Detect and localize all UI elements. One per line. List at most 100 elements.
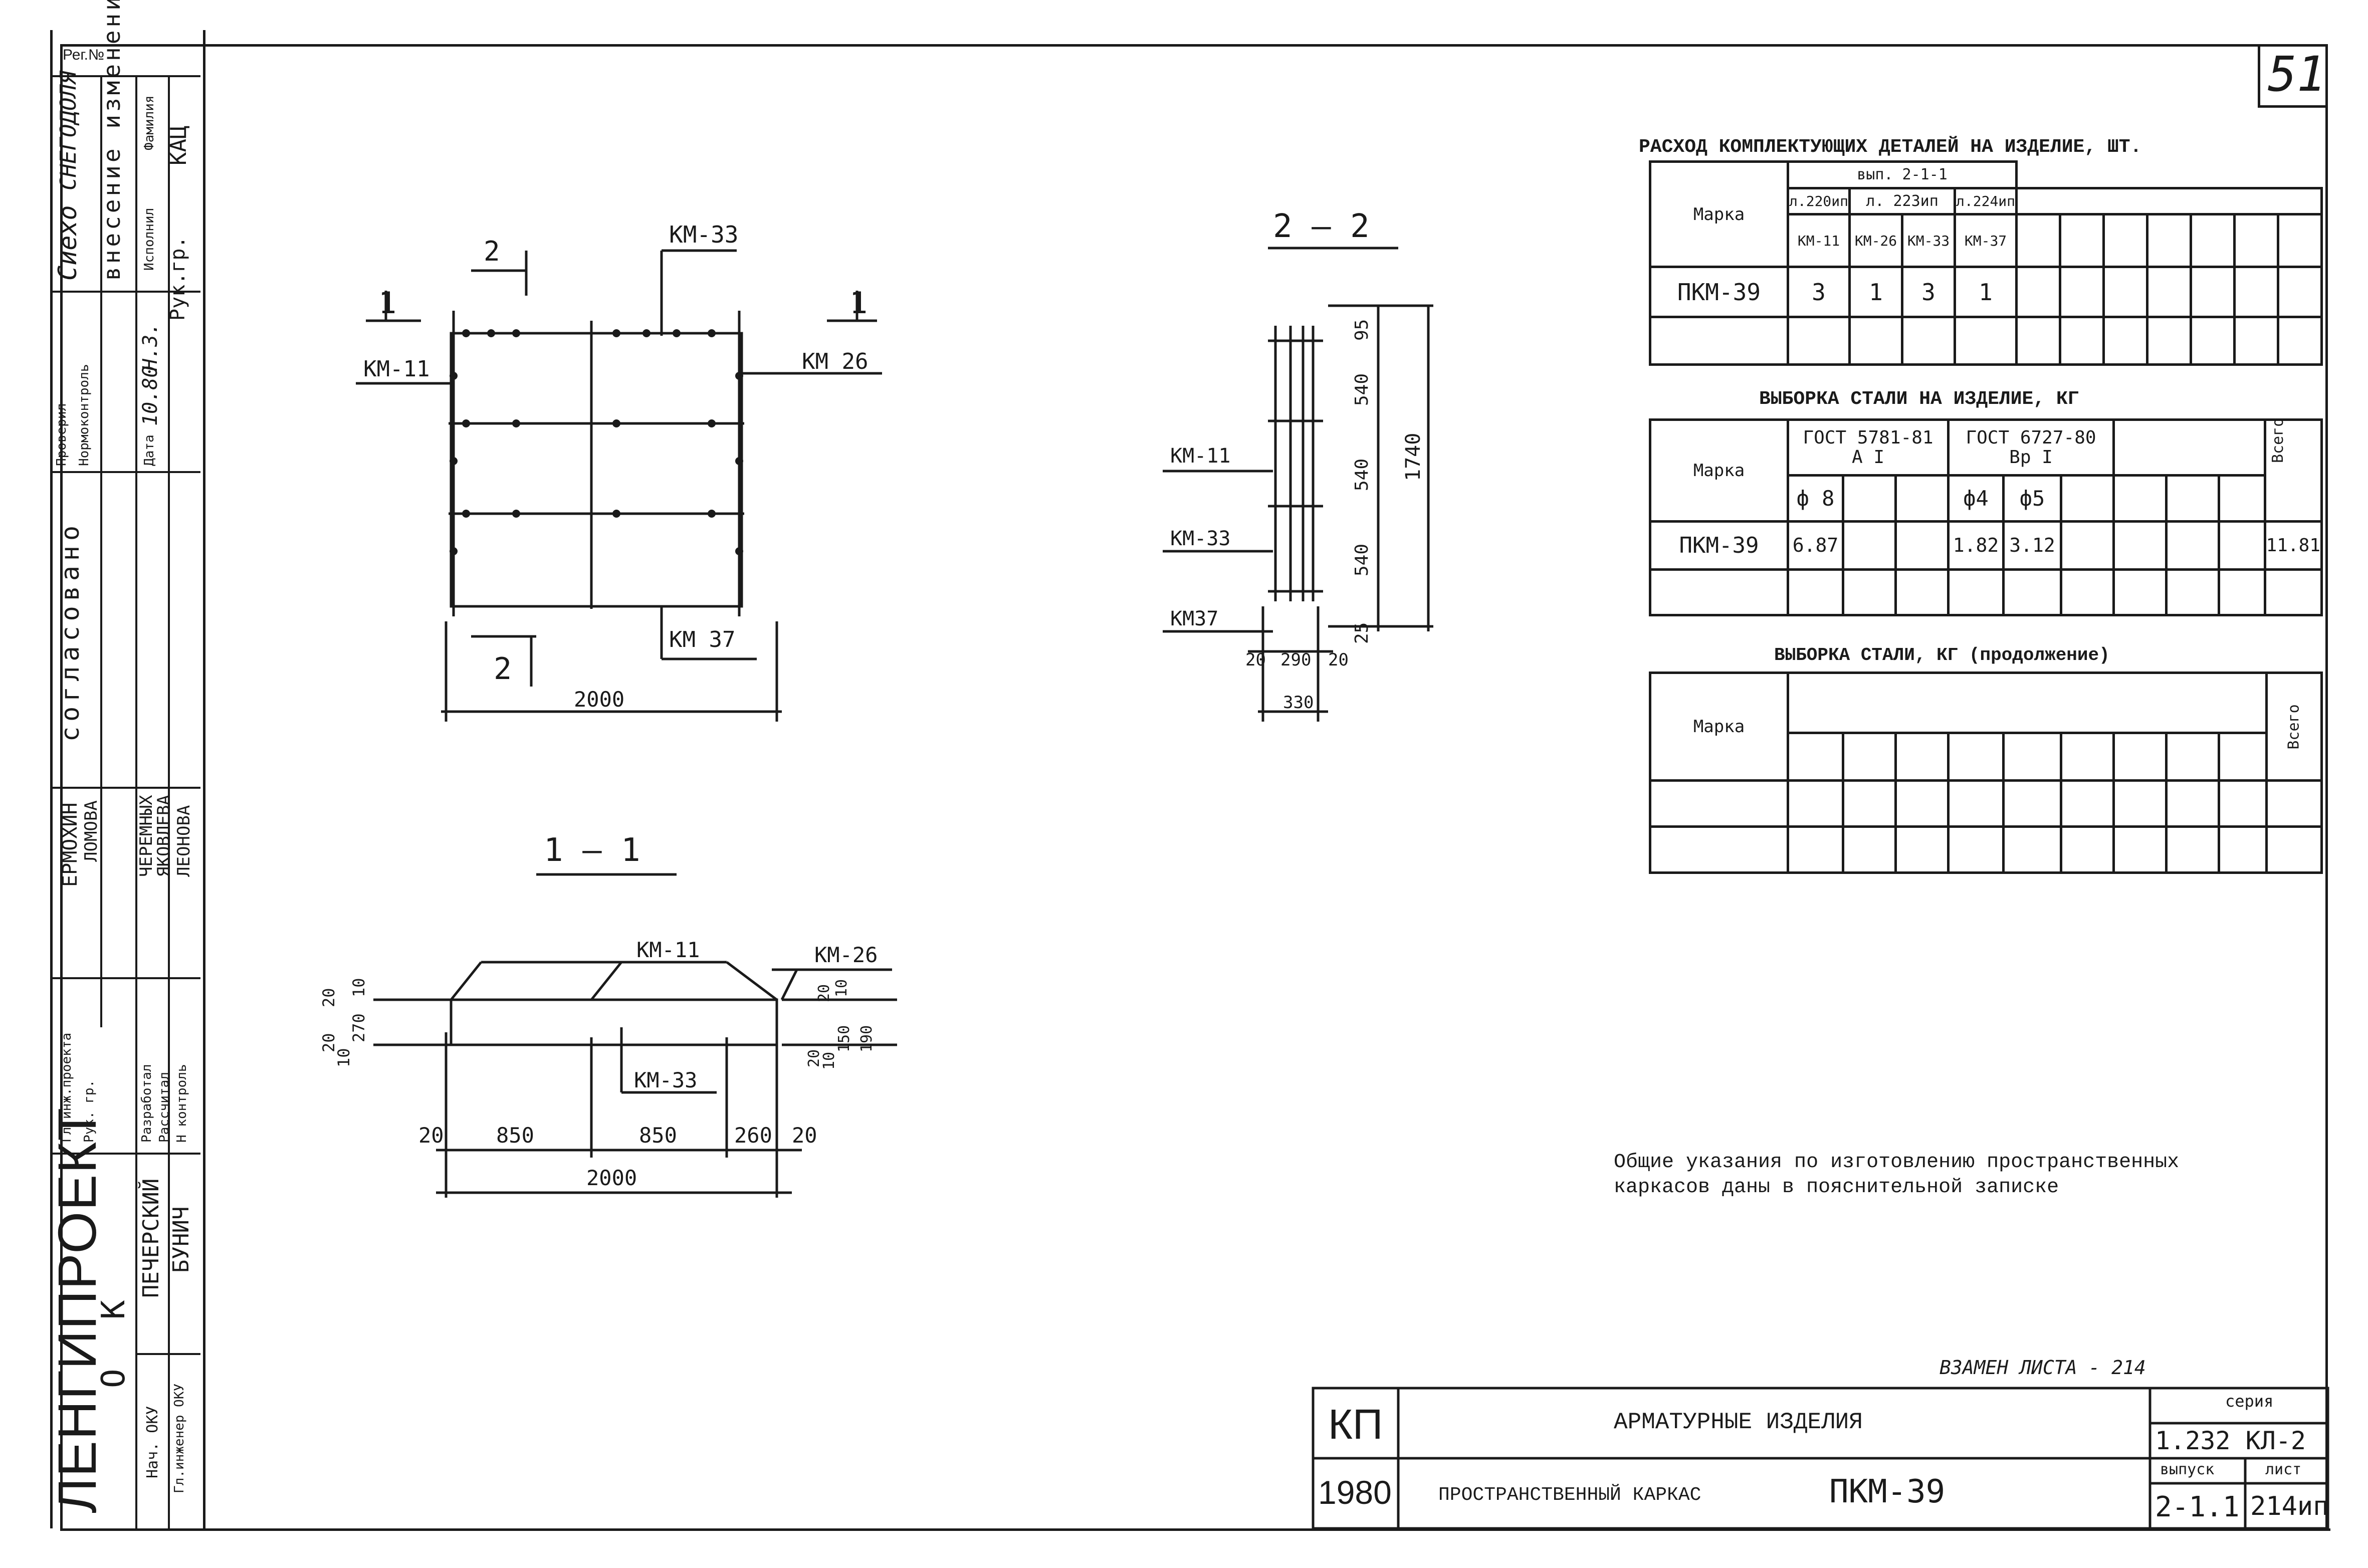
stamp-col-line xyxy=(135,75,137,1528)
reg-no-label: Рег.№ xyxy=(63,47,105,63)
steel-cont-total-cell: Всего xyxy=(2265,671,2323,782)
steel-empty-cell xyxy=(1894,520,1950,571)
stamp-row-line xyxy=(135,1353,200,1355)
front-section-1-right: 1 xyxy=(849,286,868,321)
stamp-row-line xyxy=(50,471,200,473)
steel-empty-cell xyxy=(2165,520,2220,571)
steel-cont-empty-cell xyxy=(2112,732,2168,782)
replaces-note: ВЗАМЕН ЛИСТА - 214 xyxy=(1940,1357,2146,1379)
view22-dim-290: 290 xyxy=(1280,650,1312,670)
parts-empty-cell xyxy=(2276,213,2323,269)
view11-dim-right-150: 150 xyxy=(835,1025,853,1052)
parts-table: Марка вып. 2-1-1 л.220ип л. 223ип л.224и… xyxy=(1649,160,2323,366)
frame-right-line xyxy=(2325,44,2328,1530)
view22-label-km37: КМ37 xyxy=(1170,607,1219,630)
view11-label-km26: КМ-26 xyxy=(814,943,878,967)
steel-empty-cell xyxy=(1842,474,1897,523)
view22-dim-330: 330 xyxy=(1283,693,1314,713)
steel-empty-cell xyxy=(2263,568,2323,617)
view22-dim-540c: 540 xyxy=(1352,543,1372,576)
parts-empty-cell xyxy=(1649,316,1789,366)
parts-issue-header: вып. 2-1-1 xyxy=(1786,160,2018,189)
parts-sheet-ref: л.220ип xyxy=(1786,186,1851,216)
title-block-title1: АРМАТУРНЫЕ ИЗДЕЛИЯ xyxy=(1614,1409,1863,1435)
view11-label-km11: КМ-11 xyxy=(636,938,700,962)
title-block-sheet-label: лист xyxy=(2265,1461,2302,1478)
steel-cont-empty-cell xyxy=(1787,825,1844,874)
view22-label-km11: КМ-11 xyxy=(1170,444,1231,468)
view11-label-km33: КМ-33 xyxy=(634,1068,698,1092)
stamp-row-line xyxy=(50,787,200,789)
steel-cont-empty-cell xyxy=(2060,825,2115,874)
parts-empty-cell xyxy=(1786,316,1851,366)
front-section-2-bottom: 2 xyxy=(494,651,512,687)
steel-cont-empty-cell xyxy=(2060,732,2115,782)
sheet-number: 51 xyxy=(2268,46,2326,102)
steel-cont-empty-cell xyxy=(2265,779,2323,828)
steel-empty-cell xyxy=(1842,520,1897,571)
parts-empty-cell xyxy=(2189,213,2236,269)
parts-col-header: КМ-11 xyxy=(1786,213,1851,269)
parts-empty-cell xyxy=(2233,316,2279,366)
title-block-issue-label: выпуск xyxy=(2160,1461,2215,1478)
view11-dim-right-20b: 20 xyxy=(805,1049,823,1067)
view22-dim-25: 25 xyxy=(1352,622,1372,644)
parts-col-header: КМ-26 xyxy=(1848,213,1904,269)
view11-dim-right-10b: 10 xyxy=(820,1051,838,1070)
view11-title: 1 — 1 xyxy=(544,832,640,869)
view22-dim-20a: 20 xyxy=(1245,650,1266,670)
front-cage-outline xyxy=(450,332,743,608)
front-label-km26: КМ 26 xyxy=(802,349,869,374)
steel-mark-header: Марка xyxy=(1649,418,1789,523)
steel-cont-table: Марка Всего xyxy=(1649,671,2323,874)
steel-diameter: ф 8 xyxy=(1787,474,1844,523)
view22-dim-20b: 20 xyxy=(1328,650,1349,670)
steel-table-title: ВЫБОРКА СТАЛИ НА ИЗДЕЛИЕ, КГ xyxy=(1759,388,2079,410)
parts-empty-cell xyxy=(2059,316,2105,366)
steel-empty-cell xyxy=(2060,520,2115,571)
steel-gost1-name: ГОСТ 5781-81 xyxy=(1803,427,1933,448)
parts-value: 3 xyxy=(1901,266,1957,319)
steel-value-d4: 1.82 xyxy=(1947,520,2005,571)
title-block-code: КП xyxy=(1328,1401,1383,1448)
parts-empty-cell xyxy=(2102,316,2148,366)
parts-empty-cell xyxy=(2102,213,2148,269)
steel-cont-empty-cell xyxy=(2265,825,2323,874)
parts-empty-cell xyxy=(2145,316,2192,366)
title-block-series-value: 1.232 КЛ-2 xyxy=(2155,1426,2306,1455)
sheet-number-box xyxy=(2258,45,2328,108)
steel-cont-empty-cell xyxy=(1894,779,1950,828)
steel-cont-empty-cell xyxy=(2165,825,2220,874)
note-line-2: каркасов даны в пояснительной записке xyxy=(1614,1176,2059,1199)
parts-empty-cell xyxy=(2015,316,2062,366)
steel-cont-empty-cell xyxy=(2165,779,2220,828)
steel-cont-empty-cell xyxy=(1894,732,1950,782)
steel-empty-cell xyxy=(2165,568,2220,617)
parts-mark-header: Марка xyxy=(1649,160,1789,269)
parts-empty-cell xyxy=(2233,266,2279,319)
parts-empty-cell xyxy=(2059,213,2105,269)
parts-value: 3 xyxy=(1786,266,1851,319)
steel-total-header-cell: Всего xyxy=(2263,417,2323,523)
stamp-col-line xyxy=(168,75,170,1528)
view11-dim-left-10b: 10 xyxy=(334,1048,353,1067)
steel-cont-empty-cell xyxy=(1842,825,1897,874)
steel-empty-cell xyxy=(2165,474,2220,523)
view11-dim-850b: 850 xyxy=(639,1123,677,1148)
front-label-km33: КМ-33 xyxy=(669,221,739,248)
stamp-row-line xyxy=(50,75,200,77)
steel-cont-empty-cell xyxy=(2218,732,2268,782)
steel-cont-empty-cell xyxy=(2112,825,2168,874)
steel-empty-cell xyxy=(2218,520,2266,571)
title-block-year: 1980 xyxy=(1318,1474,1392,1511)
parts-row-mark: ПКМ-39 xyxy=(1649,266,1789,319)
view11-dim-left-10a: 10 xyxy=(349,978,368,997)
parts-empty-cell xyxy=(2233,213,2279,269)
parts-empty-cell xyxy=(2145,213,2192,269)
steel-empty-cell xyxy=(2112,418,2265,477)
parts-empty-header xyxy=(2015,161,2322,189)
front-section-1-left: 1 xyxy=(378,286,397,321)
steel-cont-empty-cell xyxy=(1787,732,1844,782)
steel-empty-cell xyxy=(2060,474,2115,523)
